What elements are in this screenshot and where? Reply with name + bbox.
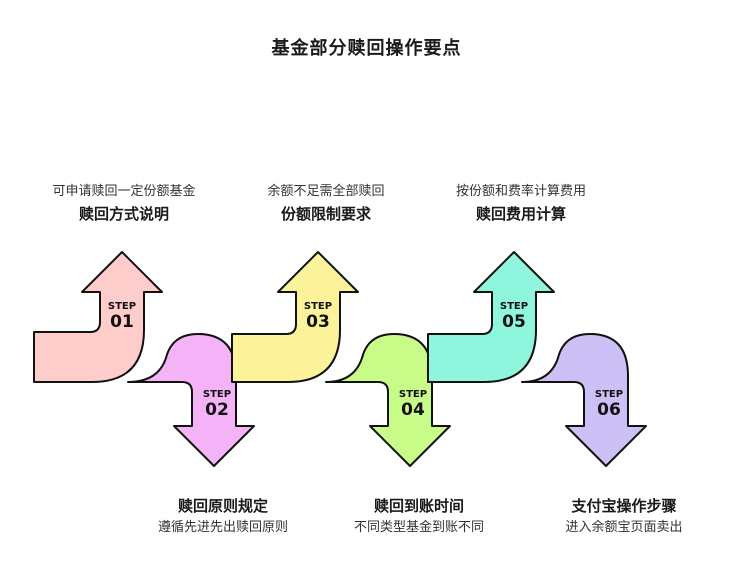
step-03-arrow <box>231 251 359 383</box>
page-title: 基金部分赎回操作要点 <box>271 38 462 59</box>
step-01-description: 可申请赎回一定份额基金 <box>52 184 196 199</box>
step-04-caption: 赎回到账时间 不同类型基金到账不同 <box>309 494 529 538</box>
step-02-number: 02 <box>205 400 229 420</box>
step-05-heading: 赎回费用计算 <box>475 205 566 223</box>
step-02-step-label: STEP <box>203 389 231 400</box>
step-06-step-label: STEP <box>595 389 623 400</box>
step-03-description: 余额不足需全部赎回 <box>267 184 385 199</box>
step-02-arrow <box>127 333 255 467</box>
step-04-arrow <box>325 333 451 467</box>
step-05-step-label: STEP <box>500 301 528 312</box>
step-06-number: 06 <box>597 400 621 420</box>
step-04-heading: 赎回到账时间 <box>373 497 464 515</box>
step-01-caption: 可申请赎回一定份额基金 赎回方式说明 <box>14 182 234 226</box>
step-05-description: 按份额和费率计算费用 <box>455 184 586 199</box>
step-06-arrow <box>521 333 647 467</box>
step-01-number: 01 <box>110 312 134 332</box>
step-05-number: 05 <box>502 312 526 332</box>
step-01-heading: 赎回方式说明 <box>78 205 169 223</box>
step-04-step-label: STEP <box>399 389 427 400</box>
step-05-arrow <box>427 251 555 383</box>
step-02-description: 遵循先进先出赎回原则 <box>157 520 288 535</box>
step-06-description: 进入余额宝页面卖出 <box>565 520 683 535</box>
step-03-heading: 份额限制要求 <box>280 205 371 223</box>
step-05-caption: 按份额和费率计算费用 赎回费用计算 <box>411 182 631 226</box>
step-01-arrow <box>33 251 163 383</box>
step-03-caption: 余额不足需全部赎回 份额限制要求 <box>216 182 436 226</box>
step-02-caption: 赎回原则规定 遵循先进先出赎回原则 <box>113 494 333 538</box>
step-04-description: 不同类型基金到账不同 <box>353 520 484 535</box>
step-02-heading: 赎回原则规定 <box>177 497 268 515</box>
step-03-number: 03 <box>306 312 330 332</box>
step-06-heading: 支付宝操作步骤 <box>571 497 677 515</box>
step-06-caption: 支付宝操作步骤 进入余额宝页面卖出 <box>514 494 733 538</box>
step-04-number: 04 <box>401 400 425 420</box>
step-03-step-label: STEP <box>304 301 332 312</box>
step-01-step-label: STEP <box>108 301 136 312</box>
